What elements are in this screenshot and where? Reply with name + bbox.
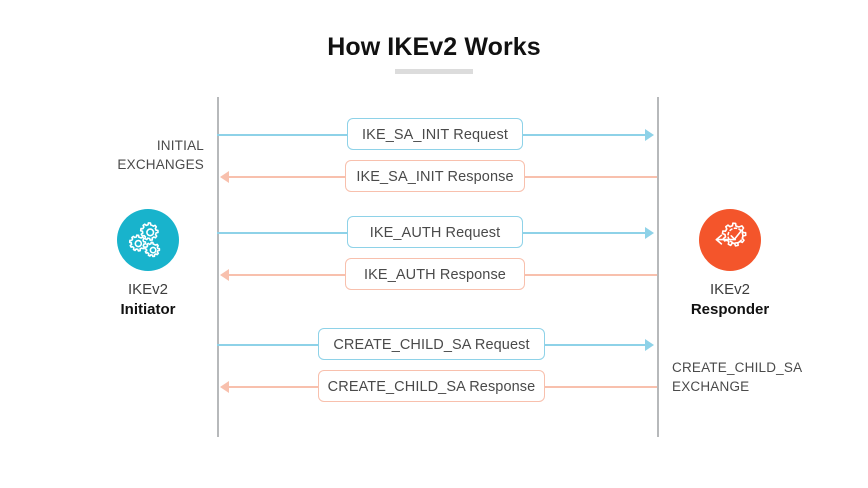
response-line-segment-right xyxy=(525,176,657,178)
actor-responder: IKEv2 Responder xyxy=(650,209,810,320)
message-row: CREATE_CHILD_SA Response xyxy=(0,370,868,404)
arrowhead-left-icon xyxy=(220,171,229,183)
initiator-name: IKEv2 xyxy=(127,281,169,298)
response-line-segment-right xyxy=(525,274,657,276)
message-box: IKE_AUTH Request xyxy=(347,216,523,248)
message-row: IKE_AUTH Response xyxy=(0,258,868,292)
actor-initiator: IKEv2 Initiator xyxy=(68,209,228,320)
request-line-segment-right xyxy=(523,232,645,234)
initiator-avatar xyxy=(117,209,179,271)
message-row: CREATE_CHILD_SA Request xyxy=(0,328,868,362)
response-line-segment-left xyxy=(229,274,345,276)
phase-label-initial-exchanges: INITIAL EXCHANGES xyxy=(117,138,204,172)
initiator-lifeline xyxy=(217,97,219,437)
responder-name: IKEv2 xyxy=(709,281,751,298)
message-box: CREATE_CHILD_SA Request xyxy=(318,328,545,360)
responder-lifeline xyxy=(657,97,659,437)
initiator-role: Initiator xyxy=(120,301,176,318)
message-box: IKE_SA_INIT Request xyxy=(347,118,523,150)
request-line-segment-left xyxy=(217,344,318,346)
arrowhead-left-icon xyxy=(220,269,229,281)
request-line-segment-left xyxy=(217,232,347,234)
phase-label-create-child-sa-exchange: CREATE_CHILD_SA EXCHANGE xyxy=(672,360,803,394)
page-title: How IKEv2 Works xyxy=(327,33,541,61)
arrowhead-right-icon xyxy=(645,227,654,239)
title-underline xyxy=(395,69,473,74)
gears-icon xyxy=(128,222,161,258)
message-row: IKE_SA_INIT Request xyxy=(0,118,868,152)
response-line-segment-left xyxy=(229,386,318,388)
response-line-segment-left xyxy=(229,176,345,178)
message-box: IKE_AUTH Response xyxy=(345,258,525,290)
request-line-segment-left xyxy=(217,134,347,136)
responder-role: Responder xyxy=(690,301,770,318)
message-row: IKE_SA_INIT Response xyxy=(0,160,868,194)
message-box: IKE_SA_INIT Response xyxy=(345,160,525,192)
message-row: IKE_AUTH Request xyxy=(0,216,868,250)
request-line-segment-right xyxy=(545,344,645,346)
message-box: CREATE_CHILD_SA Response xyxy=(318,370,545,402)
arrowhead-left-icon xyxy=(220,381,229,393)
arrowhead-right-icon xyxy=(645,129,654,141)
responder-avatar xyxy=(699,209,761,271)
arrowhead-right-icon xyxy=(645,339,654,351)
request-line-segment-right xyxy=(523,134,645,136)
response-line-segment-right xyxy=(545,386,657,388)
gear-check-arrow-icon xyxy=(715,222,747,247)
